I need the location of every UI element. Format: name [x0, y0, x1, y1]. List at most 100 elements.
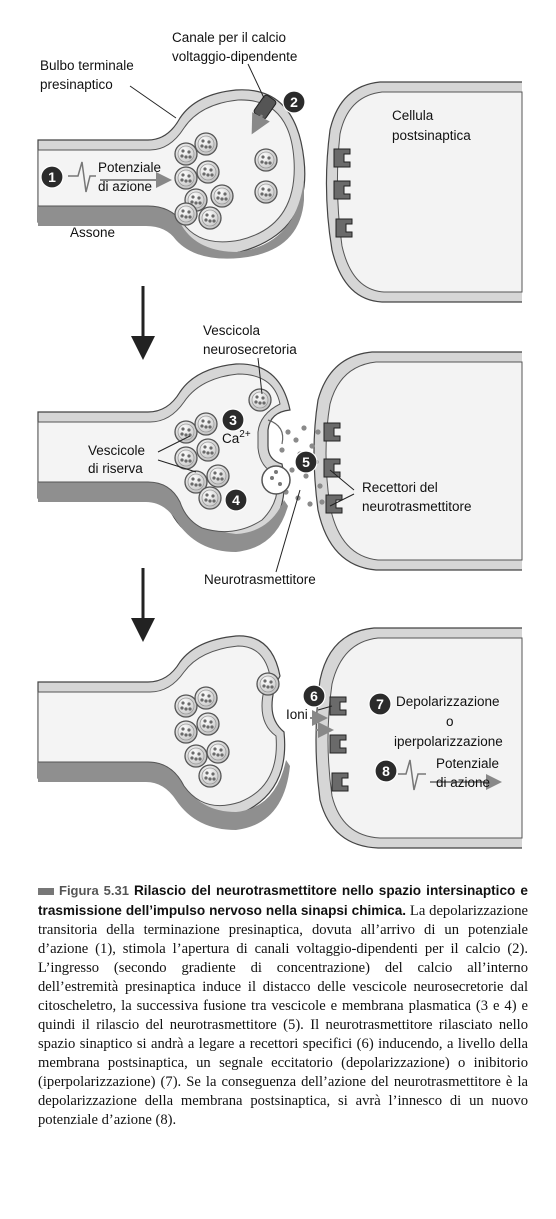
receptor	[329, 734, 347, 754]
synaptic-vesicle	[184, 470, 208, 494]
synapse-diagram: Bulbo terminale presinaptico Canale per …	[37, 30, 523, 849]
label-potenziale-1a: Potenziale	[98, 160, 161, 175]
panel-1	[37, 81, 523, 303]
label-iperpolarizzazione: iperpolarizzazione	[394, 734, 503, 749]
label-canale-1: Canale per il calcio	[172, 30, 286, 45]
step-badge-5: 5	[294, 450, 318, 474]
label-neurotrasmettitore: Neurotrasmettitore	[204, 572, 316, 587]
label-recettori-2: neurotrasmettitore	[362, 499, 472, 514]
axon-dark-band-3	[38, 756, 290, 830]
neurotransmitter-dot	[317, 483, 323, 489]
label-cellula-2: postsinaptica	[392, 128, 471, 143]
label-ca-text: Ca	[222, 431, 240, 446]
step-badge-8: 8	[374, 759, 398, 783]
label-depolarizzazione: Depolarizzazione	[396, 694, 500, 709]
label-canale-2: voltaggio-dipendente	[172, 49, 297, 64]
neurotransmitter-dot	[307, 501, 313, 507]
synaptic-vesicle	[174, 166, 198, 190]
figure-number: Figura 5.31	[38, 883, 129, 898]
receptor-group	[323, 148, 353, 792]
label-recettori-1: Recettori del	[362, 480, 438, 495]
synaptic-vesicle	[196, 438, 220, 462]
synaptic-vesicle	[254, 180, 278, 204]
label-ca: Ca2+	[222, 429, 251, 446]
label-vescicola-1: Vescicola	[203, 323, 261, 338]
label-potenziale-8a: Potenziale	[436, 756, 499, 771]
vesicle-group	[174, 132, 280, 788]
receptor	[333, 148, 351, 168]
step-badge-4: 4	[224, 488, 248, 512]
action-potential-arrow-1	[68, 161, 172, 193]
text-labels: Bulbo terminale presinaptico Canale per …	[40, 30, 503, 790]
label-ioni: Ioni	[286, 707, 308, 722]
neurotransmitter-dot	[309, 443, 315, 449]
neurotransmitter-dot	[289, 467, 295, 473]
neurotransmitter-dot	[293, 437, 299, 443]
calcium-channel	[251, 94, 277, 135]
postsynaptic-interior-2	[325, 361, 523, 561]
step-badge-6: 6	[302, 684, 326, 708]
receptor	[329, 696, 347, 716]
receptor	[331, 772, 349, 792]
cytoplasm-3	[37, 645, 277, 807]
step-badges: 1 2 3 4 5 6 7 8	[40, 90, 398, 783]
step-number: 6	[310, 688, 318, 704]
step-badge-1: 1	[40, 165, 64, 189]
synaptic-vesicle	[174, 720, 198, 744]
synaptic-vesicle	[174, 420, 198, 444]
step-number: 7	[376, 696, 384, 712]
synaptic-vesicle	[210, 184, 234, 208]
neurotransmitter-dot	[285, 429, 291, 435]
neurotransmitter-dot	[315, 429, 321, 435]
step-number: 1	[48, 169, 56, 185]
step-badge-2: 2	[282, 90, 306, 114]
synaptic-vesicle	[194, 132, 218, 156]
synaptic-vesicle	[198, 764, 222, 788]
step-number: 5	[302, 454, 310, 470]
figure-bar-icon	[38, 888, 54, 896]
synaptic-vesicle	[248, 388, 272, 412]
label-vescicole-2: di riserva	[88, 461, 143, 476]
neurotransmitter-dot	[303, 473, 309, 479]
synaptic-vesicle	[254, 148, 278, 172]
synaptic-vesicle	[196, 712, 220, 736]
neurotransmitter-dot	[279, 447, 285, 453]
step-number: 3	[229, 412, 237, 428]
figure-number-text: Figura 5.31	[59, 883, 129, 898]
step-number: 4	[232, 492, 240, 508]
synaptic-vesicle	[196, 160, 220, 184]
label-ca-sup: 2+	[239, 429, 251, 440]
label-cellula-1: Cellula	[392, 108, 434, 123]
axon-dark-band-2	[38, 476, 288, 552]
fusion-pocket	[261, 419, 291, 495]
postsynaptic-interior-3	[327, 637, 523, 839]
synaptic-vesicle	[174, 694, 198, 718]
step-number: 2	[290, 94, 298, 110]
axon-dark-band-1	[38, 180, 304, 259]
figure-caption: Figura 5.31 Rilascio del neurotrasmettit…	[38, 881, 528, 1130]
synaptic-vesicle	[174, 202, 198, 226]
synaptic-vesicle	[206, 740, 230, 764]
synaptic-vesicle	[184, 744, 208, 768]
label-potenziale-8b: di azione	[436, 775, 490, 790]
label-vescicola-2: neurosecretoria	[203, 342, 297, 357]
synaptic-vesicle	[206, 464, 230, 488]
step-number: 8	[382, 763, 390, 779]
label-bulbo-2: presinaptico	[40, 77, 113, 92]
receptor	[323, 422, 341, 442]
label-vescicole-1: Vescicole	[88, 443, 145, 458]
label-bulbo-1: Bulbo terminale	[40, 58, 134, 73]
synaptic-vesicle	[174, 142, 198, 166]
synaptic-vesicle	[194, 686, 218, 710]
step-badge-7: 7	[368, 692, 392, 716]
label-potenziale-1b: di azione	[98, 179, 152, 194]
figure-title: Rilascio del neurotrasmettitore nello sp…	[38, 883, 528, 918]
panel-3	[37, 627, 523, 849]
label-assone: Assone	[70, 225, 115, 240]
synaptic-vesicle	[198, 206, 222, 230]
figure-body: La depolarizzazione transitoria della te…	[38, 903, 528, 1128]
receptor	[333, 180, 351, 200]
leader-lines	[129, 63, 355, 711]
label-o: o	[446, 714, 454, 729]
synaptic-vesicle	[194, 412, 218, 436]
